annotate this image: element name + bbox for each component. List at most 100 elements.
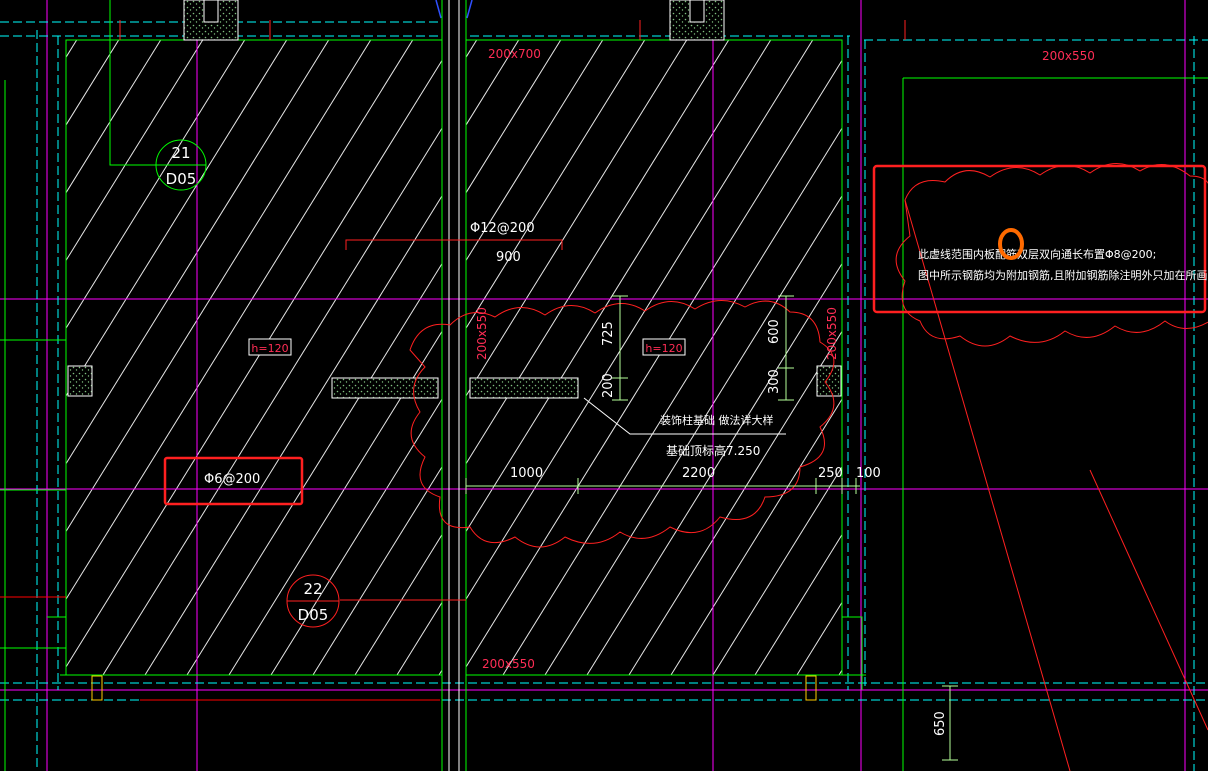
hatch-line [754,533,842,675]
height-tag-left-text: h=120 [251,342,288,355]
column-top-right [669,0,725,41]
hatch-line [466,59,842,668]
hatch-line [66,40,120,126]
hatch-line [0,40,309,675]
beam-label-left-vertical: 200x550 [475,307,489,360]
hatch-line [0,40,393,675]
hatch-line [670,398,842,675]
hatch-line [544,195,842,675]
section-callout-21[interactable]: 21 D05 [155,139,207,191]
red-diagonal-line-2 [1089,469,1208,731]
hatch-line [270,398,442,675]
red-rebar-lines [0,20,906,701]
revision-cloud-right [895,163,1208,347]
hatch-line [466,40,772,533]
hatch-line [796,601,842,675]
hatch-line [901,40,1208,675]
dim-200: 200 [601,373,616,398]
dim-300: 300 [767,369,782,394]
height-tag-left: h=120 [248,338,292,356]
beam-label-right-vertical: 200x550 [825,307,839,360]
hatch-line [186,262,442,675]
hatch-line [1069,40,1208,675]
hatch-line [881,40,1208,675]
dim-2200: 2200 [682,466,715,481]
section-21-number: 21 [171,144,190,162]
rebar-top-label: Φ12@200 [470,221,535,236]
note-line-1: 此虚线范围内板配筋双层双向通长布置Φ8@200; [918,247,1156,261]
hatch-line [66,40,372,533]
hatch-line [466,40,604,262]
hatch-line [712,465,842,675]
hatch-line [1175,40,1208,675]
hatch-line [66,40,204,262]
hatch-line [0,40,225,675]
column-left [67,365,93,397]
end-markers [91,675,817,701]
section-22-number: 22 [303,580,322,598]
hatch-line [466,40,730,465]
dim-100: 100 [856,466,881,481]
dim-1000: 1000 [510,466,543,481]
blue-marker [435,0,473,19]
slab-hatch-right [0,40,1208,675]
hatch-line [466,40,646,330]
hatch-line [0,40,267,675]
hatch-line [649,40,1043,675]
height-tag-right-text: h=120 [645,342,682,355]
foundation-strip-right [469,377,579,399]
dim-250: 250 [818,466,843,481]
hatch-line [102,127,442,675]
rebar-top-length: 900 [496,250,521,265]
hatch-line [354,533,442,675]
hatch-line [466,40,562,194]
dim-725: 725 [601,321,616,346]
orange-circle-mark [998,228,1024,260]
section-22-ref: D05 [298,606,329,624]
hatch-line [985,40,1208,675]
hatch-line [691,40,1085,675]
detail-title: 装饰柱基础 做法详大样 [660,413,774,427]
hatch-line [66,40,330,465]
hatch-line [817,40,1208,675]
beam-label-right-top: 200x550 [1042,49,1095,63]
hatch-line [1091,40,1208,675]
beam-label-bottom: 200x550 [482,657,535,671]
height-tag-right: h=120 [642,338,686,356]
hatch-line [965,40,1208,675]
foundation-strip-left [331,377,439,399]
hatch-line [66,59,442,668]
hatch-line [66,40,246,330]
highlight-box-note[interactable] [872,164,1207,314]
revision-cloud-middle [409,300,835,548]
hatch-line [66,40,78,59]
note-line-2: 图中所示钢筋均为附加钢筋,且附加钢筋除注明外只加在所画的板跨范围内. [918,268,1208,282]
hatch-line [144,195,442,675]
dim-650: 650 [933,711,948,736]
hatch-line [312,465,442,675]
hatch-line [859,40,1208,675]
rebar-highlight-label: Φ6@200 [204,472,260,487]
hatch-line [1027,40,1208,675]
highlight-box-rebar[interactable] [163,456,304,506]
hatch-line [438,669,442,675]
hatch-line [481,40,875,675]
dim-600: 600 [767,319,782,344]
hatch-line [628,330,842,675]
detail-leader [583,397,786,435]
hatch-line [466,40,814,601]
section-callout-22[interactable]: 22 D05 [286,574,340,628]
hatch-line [923,40,1208,675]
hatch-line [466,40,688,397]
red-diagonal-line [904,199,1071,771]
hatch-line [607,40,1001,675]
hatch-line [502,127,842,675]
hatch-line [523,40,917,675]
beam-label-top: 200x700 [488,47,541,61]
hatch-line [733,40,1127,675]
hatch-line [228,330,442,675]
hatch-line [1007,40,1208,675]
